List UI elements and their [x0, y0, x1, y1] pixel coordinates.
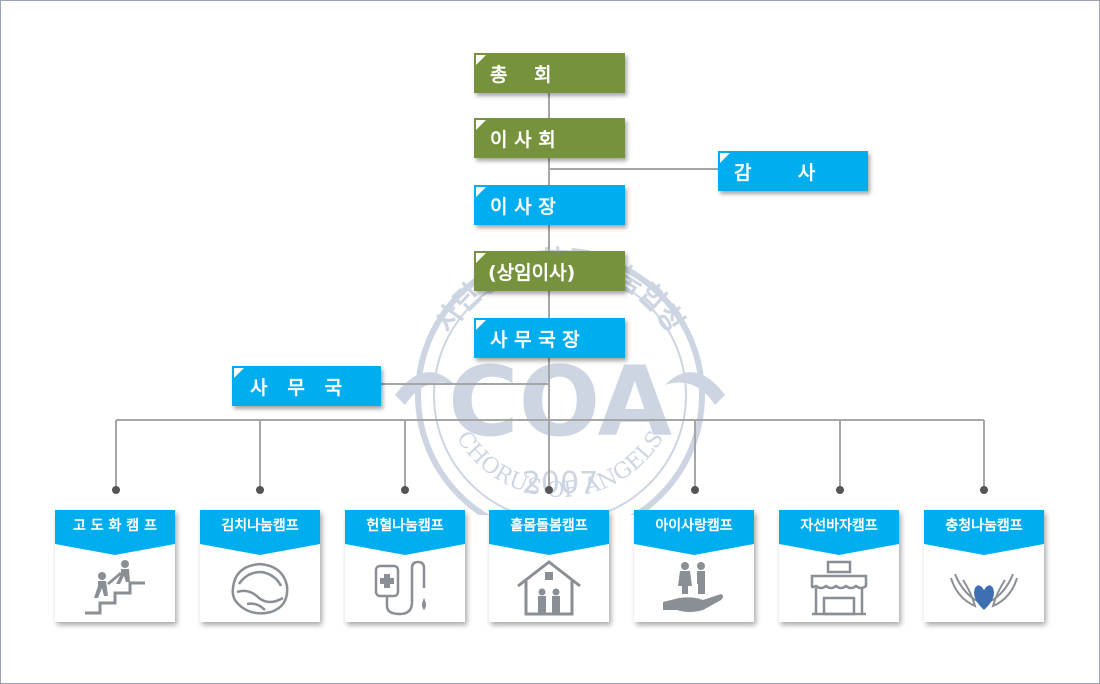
standing-director-label: (상임이사) — [488, 261, 576, 284]
camp-card: 고 도 화 캠 프 — [55, 510, 175, 622]
camp-title: 헌혈나눔캠프 — [366, 518, 444, 534]
camp-title: 김치나눔캠프 — [221, 518, 299, 534]
cabbage-icon — [231, 562, 289, 615]
camp-card: 충청나눔캠프 — [924, 510, 1044, 622]
secretariat-box: 사 무 국 — [232, 366, 381, 406]
secretary-general-box: 사 무 국 장 — [474, 318, 625, 358]
chairman-label: 이 사 장 — [490, 195, 556, 218]
camp-card: 김치나눔캠프 — [200, 510, 320, 622]
hands-heart-icon — [950, 573, 1018, 610]
house-elderly-icon — [517, 560, 581, 616]
camp-title: 홀몸돌봄캠프 — [510, 518, 588, 534]
camp-card: 헌혈나눔캠프 — [345, 510, 465, 622]
camp-title: 고 도 화 캠 프 — [73, 518, 157, 534]
standing-director-box: (상임이사) — [474, 251, 625, 291]
market-stall-icon — [810, 560, 868, 616]
secretary-general-label: 사 무 국 장 — [490, 328, 580, 351]
watermark-logo-text: COA — [448, 346, 672, 458]
camp-title: 아이사랑캠프 — [655, 518, 733, 534]
camp-title: 자선바자캠프 — [800, 518, 878, 534]
board-box: 이 사 회 — [474, 118, 625, 158]
auditor-box: 감 사 — [718, 151, 868, 191]
board-label: 이 사 회 — [490, 128, 556, 151]
camp-card: 자선바자캠프 — [779, 510, 899, 622]
blood-bag-icon — [374, 560, 426, 616]
secretariat-label: 사 무 국 — [250, 376, 343, 399]
camp-card: 아이사랑캠프 — [634, 510, 754, 622]
camp-title: 충청나눔캠프 — [945, 518, 1023, 534]
general-assembly-box: 총 회 — [474, 53, 625, 93]
camp-card: 홀몸돌봄캠프 — [489, 510, 609, 622]
chairman-box: 이 사 장 — [474, 185, 625, 225]
stairs-helping-icon — [85, 560, 145, 615]
general-assembly-label: 총 회 — [490, 63, 552, 86]
children-hand-icon — [663, 562, 723, 612]
watermark-year: 2007 — [522, 466, 598, 501]
auditor-label: 감 사 — [734, 161, 816, 184]
